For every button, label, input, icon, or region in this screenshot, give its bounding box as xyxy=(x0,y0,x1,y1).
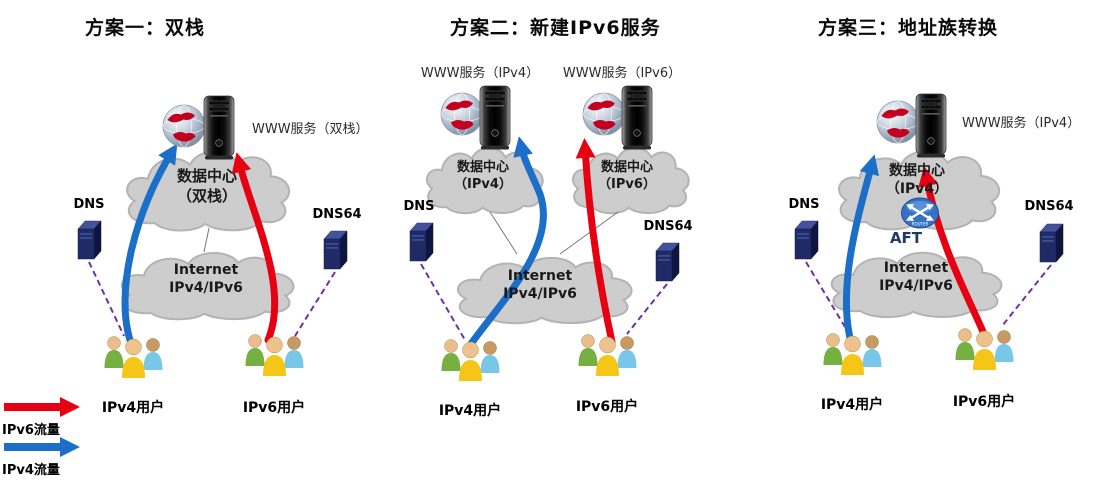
router-label: ROUTER xyxy=(912,222,929,227)
dns-link-left-panel2 xyxy=(420,263,466,341)
datacenter-label-panel1: 数据中心 （双栈） xyxy=(177,167,237,206)
ipv6-users-label-panel3: IPv6用户 xyxy=(952,394,1016,410)
datacenter-label-line1: 数据中心 xyxy=(176,167,238,185)
cloud-connector-right-panel2 xyxy=(559,211,619,255)
www-service-label-panel1: WWW服务（双栈） xyxy=(252,122,369,137)
ipv4-users-label-panel1: IPv4用户 xyxy=(101,400,165,416)
dns64-server-icon-panel3 xyxy=(1039,223,1064,263)
legend-ipv6-label: IPv6流量 xyxy=(2,423,60,438)
panel1-title: 方案一：双栈 xyxy=(85,17,206,39)
panel3-title: 方案三：地址族转换 xyxy=(818,17,999,39)
legend-ipv4-label: IPv4流量 xyxy=(2,463,60,478)
datacenter-label-panel3: 数据中心 （IPv4） xyxy=(886,162,948,198)
server-icon-ipv4-panel2 xyxy=(479,85,511,150)
dns-link-left-panel3 xyxy=(805,261,849,333)
ipv4-traffic-arrow-panel1 xyxy=(121,143,178,350)
dns-label-panel3: DNS xyxy=(788,197,820,212)
ipv6-users-icon-panel2 xyxy=(578,334,637,377)
datacenter-label-line2: （IPv4） xyxy=(885,181,949,198)
ipv4-users-label-panel3: IPv4用户 xyxy=(820,397,884,413)
cloud-connector-left-panel2 xyxy=(489,211,518,255)
internet-label-line1: Internet xyxy=(883,260,949,276)
datacenter-ipv6-label-line1: 数据中心 xyxy=(600,160,654,175)
internet-label-panel3: Internet IPv4/IPv6 xyxy=(879,259,953,295)
dns64-label-panel2: DNS64 xyxy=(643,219,693,234)
dns-label-panel2: DNS xyxy=(403,199,435,214)
datacenter-ipv4-label-line1: 数据中心 xyxy=(456,160,510,175)
dns-server-icon-panel3 xyxy=(794,220,819,260)
globe-icon-panel3 xyxy=(876,100,920,144)
ipv4-users-label-panel2: IPv4用户 xyxy=(438,403,502,419)
dns64-server-icon-panel1 xyxy=(323,230,348,270)
internet-label-line2: IPv4/IPv6 xyxy=(879,278,953,295)
dns-link-right-panel1 xyxy=(294,271,336,337)
ipv4-users-icon-panel3 xyxy=(823,333,882,376)
ipv4-traffic-arrow-panel2 xyxy=(464,136,547,352)
globe-icon-ipv6-panel2 xyxy=(582,92,626,136)
datacenter-ipv4-label-panel2: 数据中心 （IPv4） xyxy=(454,160,512,194)
aft-router-icon: ROUTER xyxy=(901,197,939,229)
dns-link-right-panel2 xyxy=(626,283,668,335)
ipv6-users-icon-panel1 xyxy=(245,334,304,377)
server-icon-panel3 xyxy=(915,93,947,158)
internet-label-panel1: Internet IPv4/IPv6 xyxy=(169,261,243,297)
internet-label-line1: Internet xyxy=(173,262,239,278)
globe-icon-ipv4-panel2 xyxy=(440,92,484,136)
ipv6-users-label-panel2: IPv6用户 xyxy=(575,399,639,415)
dns-server-icon-panel1 xyxy=(77,220,102,260)
datacenter-label-line2: （双栈） xyxy=(176,186,238,205)
datacenter-label-line1: 数据中心 xyxy=(889,163,945,179)
ipv6-users-label-panel1: IPv6用户 xyxy=(242,400,306,416)
dns-label-panel1: DNS xyxy=(73,197,105,212)
dns-server-icon-panel2 xyxy=(409,222,434,262)
www-ipv6-service-label-panel2: WWW服务（IPv6） xyxy=(562,66,682,81)
dns64-server-icon-panel2 xyxy=(655,242,680,282)
ipv6-users-icon-panel3 xyxy=(955,328,1014,371)
ipv6-traffic-arrow-panel3 xyxy=(918,166,988,338)
internet-label-line1: Internet xyxy=(507,268,573,284)
internet-label-line2: IPv4/IPv6 xyxy=(169,280,243,297)
dns-link-right-panel3 xyxy=(1001,264,1052,327)
datacenter-ipv6-label-line2: （IPv6） xyxy=(598,176,656,192)
dns64-label-panel1: DNS64 xyxy=(312,207,362,222)
cloud-connector-panel1 xyxy=(203,227,210,253)
internet-label-line2: IPv4/IPv6 xyxy=(503,286,577,303)
internet-label-panel2: Internet IPv4/IPv6 xyxy=(503,267,577,303)
server-icon-ipv6-panel2 xyxy=(621,85,653,150)
datacenter-ipv4-label-line2: （IPv4） xyxy=(454,176,512,192)
ipv6-traffic-arrow-panel1 xyxy=(231,152,279,344)
ipv4-users-icon-panel1 xyxy=(104,336,163,379)
panel2-title: 方案二：新建IPv6服务 xyxy=(450,17,661,39)
server-icon-panel1 xyxy=(203,95,235,160)
www-service-label-panel3: WWW服务（IPv4） xyxy=(962,116,1081,131)
dns64-label-panel3: DNS64 xyxy=(1024,199,1074,214)
datacenter-ipv6-label-panel2: 数据中心 （IPv6） xyxy=(598,160,656,194)
ipv4-users-icon-panel2 xyxy=(441,339,500,382)
dns-link-left-panel1 xyxy=(88,261,125,337)
ipv4-traffic-arrow-panel3 xyxy=(842,154,880,350)
ipv6-traffic-arrow-panel2 xyxy=(575,138,616,346)
aft-label: AFT xyxy=(889,229,923,247)
globe-icon-panel1 xyxy=(162,104,206,148)
www-ipv4-service-label-panel2: WWW服务（IPv4） xyxy=(420,66,540,81)
